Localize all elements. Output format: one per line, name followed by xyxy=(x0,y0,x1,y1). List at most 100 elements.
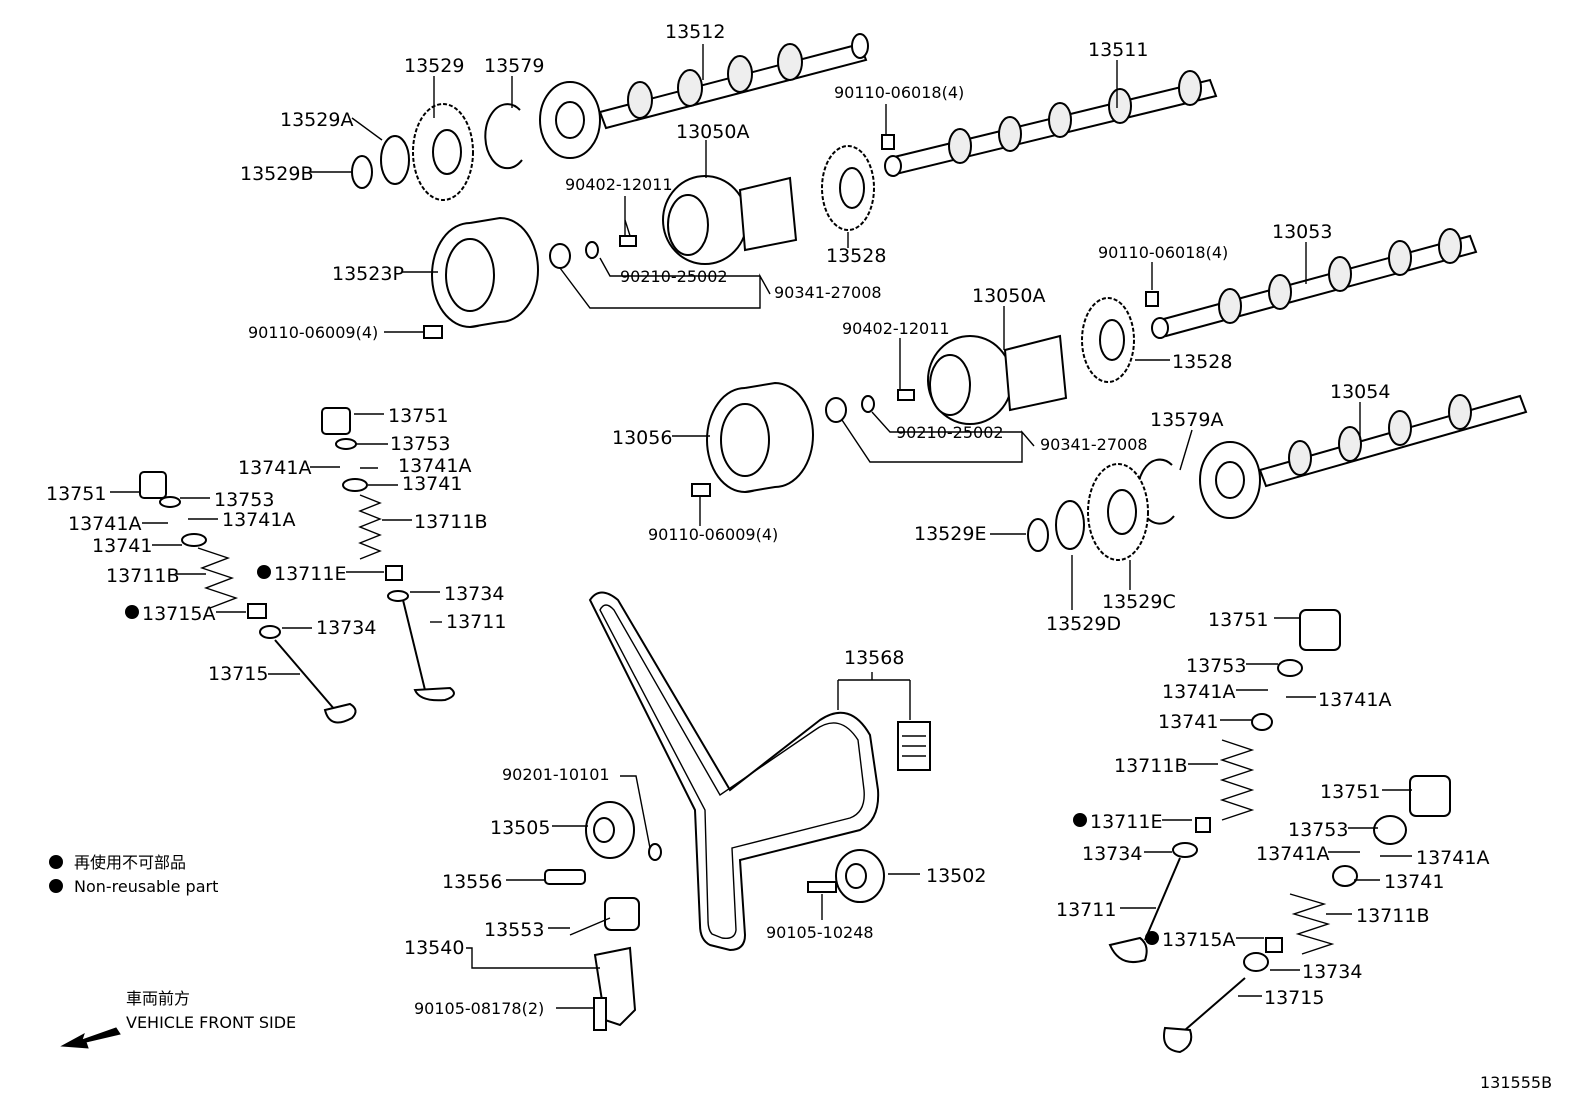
sprocket-13529 xyxy=(412,103,474,201)
gear-13528-mid xyxy=(1081,297,1135,383)
label-13529C: 13529C xyxy=(1102,591,1176,613)
vvt-13050A-mid xyxy=(927,334,1068,425)
label-13512: 13512 xyxy=(665,21,725,43)
label-90402-12011-mid: 90402-12011 xyxy=(842,319,950,338)
plate-13529A xyxy=(380,135,410,185)
label-13753-b: 13753 xyxy=(214,489,274,511)
label-13529A: 13529A xyxy=(280,109,353,131)
label-R-13751-b: 13751 xyxy=(1320,781,1380,803)
snapring-13529E xyxy=(1027,518,1049,552)
label-13715A-a: 13715A xyxy=(142,603,215,625)
label-R-13711B-b: 13711B xyxy=(1356,905,1429,927)
label-R-13741-b: 13741 xyxy=(1384,871,1444,893)
legend-dot-en xyxy=(49,879,63,893)
label-R-13715-a: 13715 xyxy=(1264,987,1324,1009)
label-R-13741A-b: 13741A xyxy=(1318,689,1391,711)
label-90341-27008-mid: 90341-27008 xyxy=(1040,435,1148,454)
bolt-mid-9011006018 xyxy=(1145,291,1159,307)
bolt-mid-9011006009 xyxy=(691,483,711,497)
label-13741A-a: 13741A xyxy=(238,457,311,479)
bolt-mid-9040212011 xyxy=(897,389,915,401)
label-90105-08178: 90105-08178(2) xyxy=(414,999,544,1018)
plate-13529D xyxy=(1055,500,1085,550)
label-13568: 13568 xyxy=(844,647,904,669)
label-13579: 13579 xyxy=(484,55,544,77)
label-R-13741A-a: 13741A xyxy=(1162,681,1235,703)
valvetrain-left xyxy=(139,407,455,724)
label-13050A-mid: 13050A xyxy=(972,285,1045,307)
label-13529: 13529 xyxy=(404,55,464,77)
belt-pack-13568 xyxy=(897,721,931,771)
label-13751-a: 13751 xyxy=(388,405,448,427)
label-13053: 13053 xyxy=(1272,221,1332,243)
valvetrain-right xyxy=(1108,609,1451,1054)
label-R-13734-a: 13734 xyxy=(1082,843,1142,865)
nonreusable-dot xyxy=(257,565,271,579)
bolt-top-9021025002 xyxy=(549,241,599,269)
label-13753-a: 13753 xyxy=(390,433,450,455)
label-13711E-a: 13711E xyxy=(274,563,346,585)
label-R-13734-b: 13734 xyxy=(1302,961,1362,983)
label-R-13753-a: 13753 xyxy=(1186,655,1246,677)
label-R-13751-a: 13751 xyxy=(1208,609,1268,631)
label-R-13741-a: 13741 xyxy=(1158,711,1218,733)
housing-13056 xyxy=(706,381,814,493)
bolt-top-9040212011 xyxy=(619,219,637,247)
label-R-13753-b: 13753 xyxy=(1288,819,1348,841)
label-13511: 13511 xyxy=(1088,39,1148,61)
label-13054: 13054 xyxy=(1330,381,1390,403)
label-13540: 13540 xyxy=(404,937,464,959)
label-13529B: 13529B xyxy=(240,163,313,185)
figure-id: 131555B xyxy=(1480,1073,1552,1092)
nonreusable-dot xyxy=(1073,813,1087,827)
legend: 再使用不可部品 Non-reusable part xyxy=(49,853,218,896)
sprocket-13529C xyxy=(1087,463,1149,561)
label-13553: 13553 xyxy=(484,919,544,941)
bolt-top-9011006009 xyxy=(423,325,443,339)
label-13734-a: 13734 xyxy=(444,583,504,605)
label-90210-25002-top: 90210-25002 xyxy=(620,267,728,286)
gear-13528-top xyxy=(821,145,875,231)
label-13056: 13056 xyxy=(612,427,672,449)
camshaft-13053 xyxy=(1151,228,1478,339)
label-13715-a: 13715 xyxy=(208,663,268,685)
label-13741A-c: 13741A xyxy=(68,513,141,535)
camshaft-13054 xyxy=(1199,394,1528,519)
label-R-13711-a: 13711 xyxy=(1056,899,1116,921)
label-13529E: 13529E xyxy=(914,523,986,545)
label-13528-top: 13528 xyxy=(826,245,886,267)
label-13711B-a: 13711B xyxy=(414,511,487,533)
label-13505: 13505 xyxy=(490,817,550,839)
label-13523P: 13523P xyxy=(332,263,404,285)
label-R-13741A-d: 13741A xyxy=(1416,847,1489,869)
label-13502: 13502 xyxy=(926,865,986,887)
label-90201-10101: 90201-10101 xyxy=(502,765,610,784)
label-13751-b: 13751 xyxy=(46,483,106,505)
label-13734-b: 13734 xyxy=(316,617,376,639)
direction-jp: 車両前方 xyxy=(126,989,190,1008)
label-13711-a: 13711 xyxy=(446,611,506,633)
label-13741-b: 13741 xyxy=(92,535,152,557)
label-13711B-b: 13711B xyxy=(106,565,179,587)
label-90110-06018-mid: 90110-06018(4) xyxy=(1098,243,1228,262)
tensioner-13540 xyxy=(569,897,640,1031)
legend-jp: 再使用不可部品 xyxy=(74,853,186,872)
vvt-13050A-top xyxy=(662,175,798,265)
bolt-top-9011006018 xyxy=(881,134,895,150)
label-13579A: 13579A xyxy=(1150,409,1223,431)
bolt-13556 xyxy=(544,869,586,885)
legend-en: Non-reusable part xyxy=(74,877,218,896)
label-R-13741A-c: 13741A xyxy=(1256,843,1329,865)
nonreusable-dot xyxy=(125,605,139,619)
label-90210-25002-mid: 90210-25002 xyxy=(896,423,1004,442)
front-arrow-icon xyxy=(60,1027,121,1049)
direction-en: VEHICLE FRONT SIDE xyxy=(126,1013,296,1032)
label-13556: 13556 xyxy=(442,871,502,893)
label-90105-10248: 90105-10248 xyxy=(766,923,874,942)
label-13529D: 13529D xyxy=(1046,613,1121,635)
camshaft-13512 xyxy=(539,33,869,159)
label-90341-27008-top: 90341-27008 xyxy=(774,283,882,302)
label-13741A-b: 13741A xyxy=(398,455,471,477)
label-90110-06009-mid: 90110-06009(4) xyxy=(648,525,778,544)
label-13050A-top: 13050A xyxy=(676,121,749,143)
